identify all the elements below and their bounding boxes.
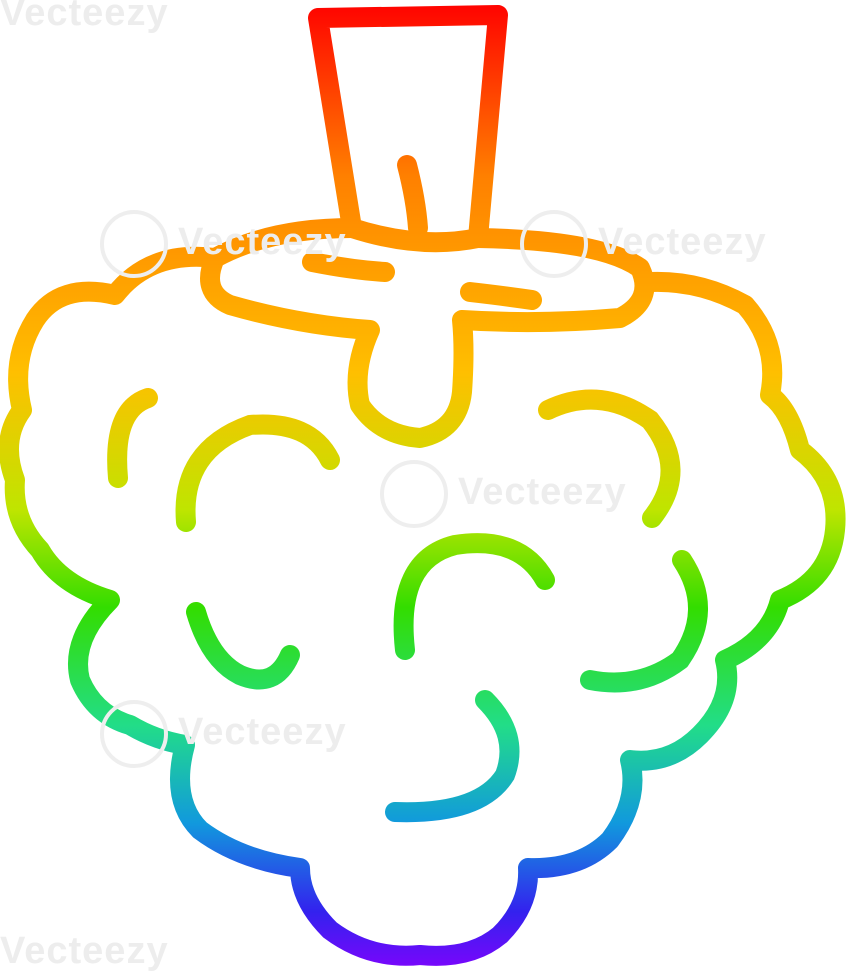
leaf-crease-left (302, 252, 395, 282)
curl-1 (107, 388, 158, 488)
curl-6 (580, 550, 708, 693)
curl-4 (393, 533, 555, 660)
leaves-outline (200, 218, 655, 448)
body-outline (0, 246, 846, 966)
stem-detail (397, 155, 428, 238)
leaf-crease-right (460, 282, 542, 310)
curl-5 (186, 602, 300, 690)
curl-3 (538, 389, 681, 528)
curl-2 (175, 414, 340, 532)
curl-7 (385, 690, 520, 823)
